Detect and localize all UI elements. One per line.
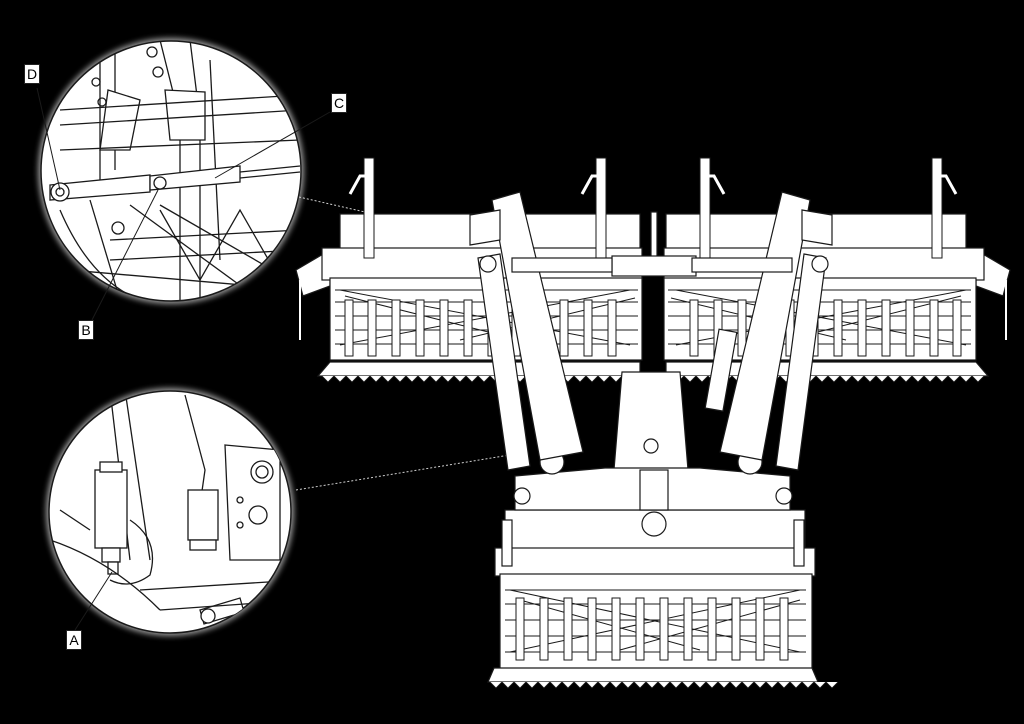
left-folding-arm — [469, 191, 613, 471]
detail-circle-top — [38, 38, 304, 304]
callout-label-b: B — [78, 320, 94, 340]
center-section — [487, 509, 839, 689]
detail-circle-bottom — [46, 388, 294, 636]
callout-label-c: C — [331, 93, 347, 113]
center-headstock — [611, 211, 697, 471]
callout-label-a: A — [66, 630, 82, 650]
callout-label-d: D — [24, 64, 40, 84]
callout-leaders — [36, 87, 331, 631]
right-folding-arm — [691, 191, 833, 471]
power-harrow-machine — [295, 157, 1011, 689]
